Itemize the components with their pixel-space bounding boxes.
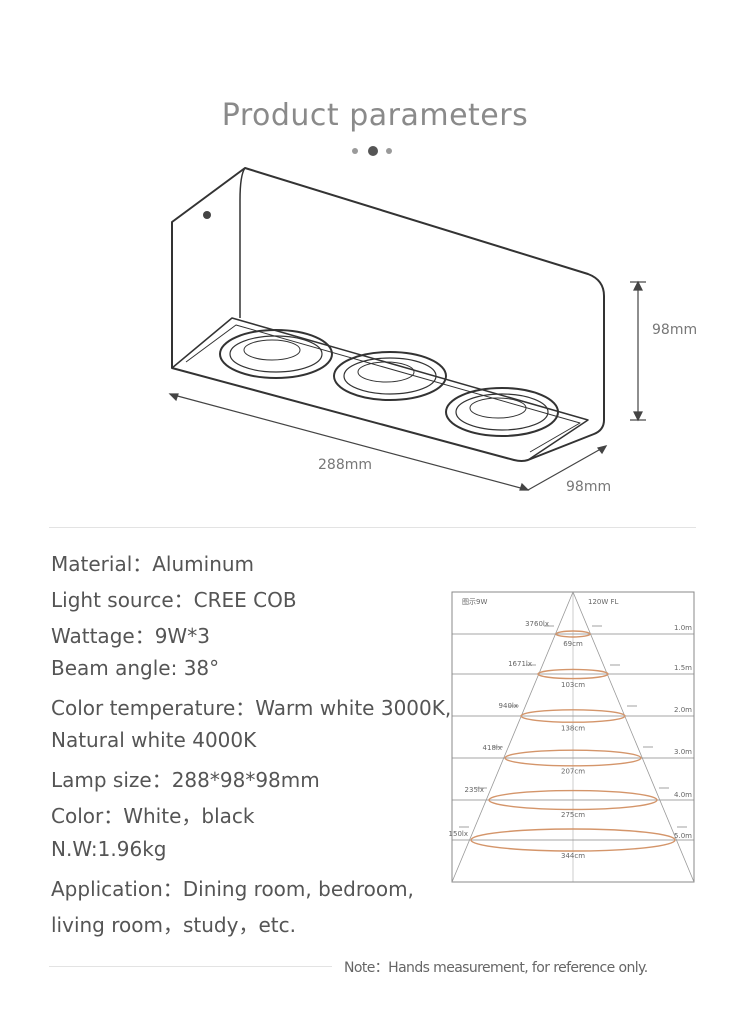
beam-diameter-label: 69cm [563,640,583,648]
lamp-lens-2 [333,351,447,401]
beam-diameter-label: 275cm [561,811,585,819]
lamp-recess-inner [185,324,581,453]
mounting-screw [203,211,211,219]
beam-lux-label: 1671lx [508,660,532,668]
beam-lux-label: 150lx [449,830,468,838]
beam-lux-label: 418lx [483,744,502,752]
beam-lux-label: 235lx [465,786,484,794]
lamp-recess [171,317,589,461]
footer-divider [49,966,332,967]
length-dimension-label: 288mm [318,457,372,473]
width-dimension-label: 98mm [566,479,612,495]
carousel-dot[interactable] [386,148,392,154]
spec-application: Application：Dining room, bedroom, [51,877,414,901]
lamp-lens-3 [445,387,559,437]
beam-spot-ellipse [504,749,642,767]
page-title: Product parameters [221,98,529,133]
spec-material: Material：Aluminum [51,552,255,576]
beam-distance-label: 3.0m [674,748,692,756]
spec-lamp-size: Lamp size：288*98*98mm [51,768,320,792]
beam-spot-ellipse [470,828,676,852]
spec-color-temperature: Color temperature：Warm white 3000K, [51,696,452,720]
spec-light-source: Light source：CREE COB [51,588,297,612]
beam-spot-ellipse [555,630,591,638]
spec-color: Color：White，black [51,804,255,828]
spec-color-temperature-cont: Natural white 4000K [51,728,257,752]
beam-distance-label: 1.5m [674,664,692,672]
carousel-indicator [352,146,398,156]
beam-spot-ellipse [520,709,626,723]
beam-spot-ellipse [537,668,609,680]
product-dimension-drawing [168,167,646,491]
beam-distance-label: 1.0m [674,624,692,632]
section-divider [49,527,696,528]
measurement-note: Note：Hands measurement, for reference on… [344,960,648,976]
lamp-lens-1 [219,329,333,379]
spec-wattage: Wattage：9W*3 [51,624,210,648]
beam-diameter-label: 103cm [561,681,585,689]
beam-distance-label: 2.0m [674,706,692,714]
beam-lux-label: 3760lx [525,620,549,628]
beam-spot-ellipse [488,789,658,811]
beam-distance-label: 5.0m [674,832,692,840]
carousel-dot[interactable] [352,148,358,154]
beam-chart-header-right: 120W FL [588,598,619,606]
spec-application-cont: living room，study，etc. [51,913,296,937]
beam-angle-illumination-chart: 图示9W 120W FL 1.0m 3760lx 69cm 1.5m 1671lx 103… [449,591,695,883]
beam-diameter-label: 207cm [561,768,585,776]
spec-beam-angle: Beam angle: 38° [51,656,220,680]
lamp-housing-outline [171,167,605,462]
beam-distance-label: 4.0m [674,791,692,799]
beam-chart-header-left: 图示9W [462,598,487,606]
beam-diameter-label: 138cm [561,724,585,732]
beam-diameter-label: 344cm [561,852,585,860]
height-dimension-label: 98mm [652,322,698,338]
beam-lux-label: 940lx [499,702,518,710]
carousel-dot-active[interactable] [368,146,378,156]
lamp-front-edge [239,167,246,318]
spec-net-weight: N.W:1.96kg [51,837,167,861]
